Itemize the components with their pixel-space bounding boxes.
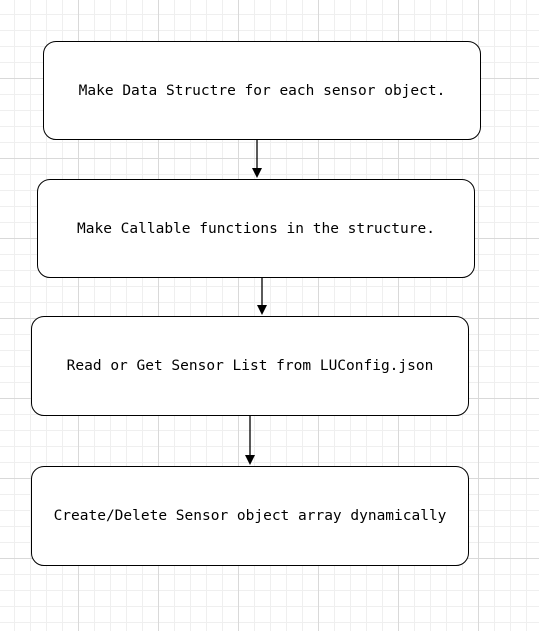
arrow-step2-to-step3	[257, 278, 267, 315]
step-box-create-delete-sensor-array: Create/Delete Sensor object array dynami…	[31, 466, 469, 566]
arrow-step3-to-step4	[245, 416, 255, 465]
step-box-make-data-structure: Make Data Structre for each sensor objec…	[43, 41, 481, 140]
step-label: Read or Get Sensor List from LUConfig.js…	[66, 358, 434, 374]
step-box-make-callable-functions: Make Callable functions in the structure…	[37, 179, 475, 278]
step-box-read-sensor-list: Read or Get Sensor List from LUConfig.js…	[31, 316, 469, 416]
step-label: Make Callable functions in the structure…	[77, 220, 435, 237]
step-label: Create/Delete Sensor object array dynami…	[53, 508, 447, 524]
arrow-step1-to-step2	[252, 140, 262, 178]
step-label: Make Data Structre for each sensor objec…	[78, 82, 446, 99]
